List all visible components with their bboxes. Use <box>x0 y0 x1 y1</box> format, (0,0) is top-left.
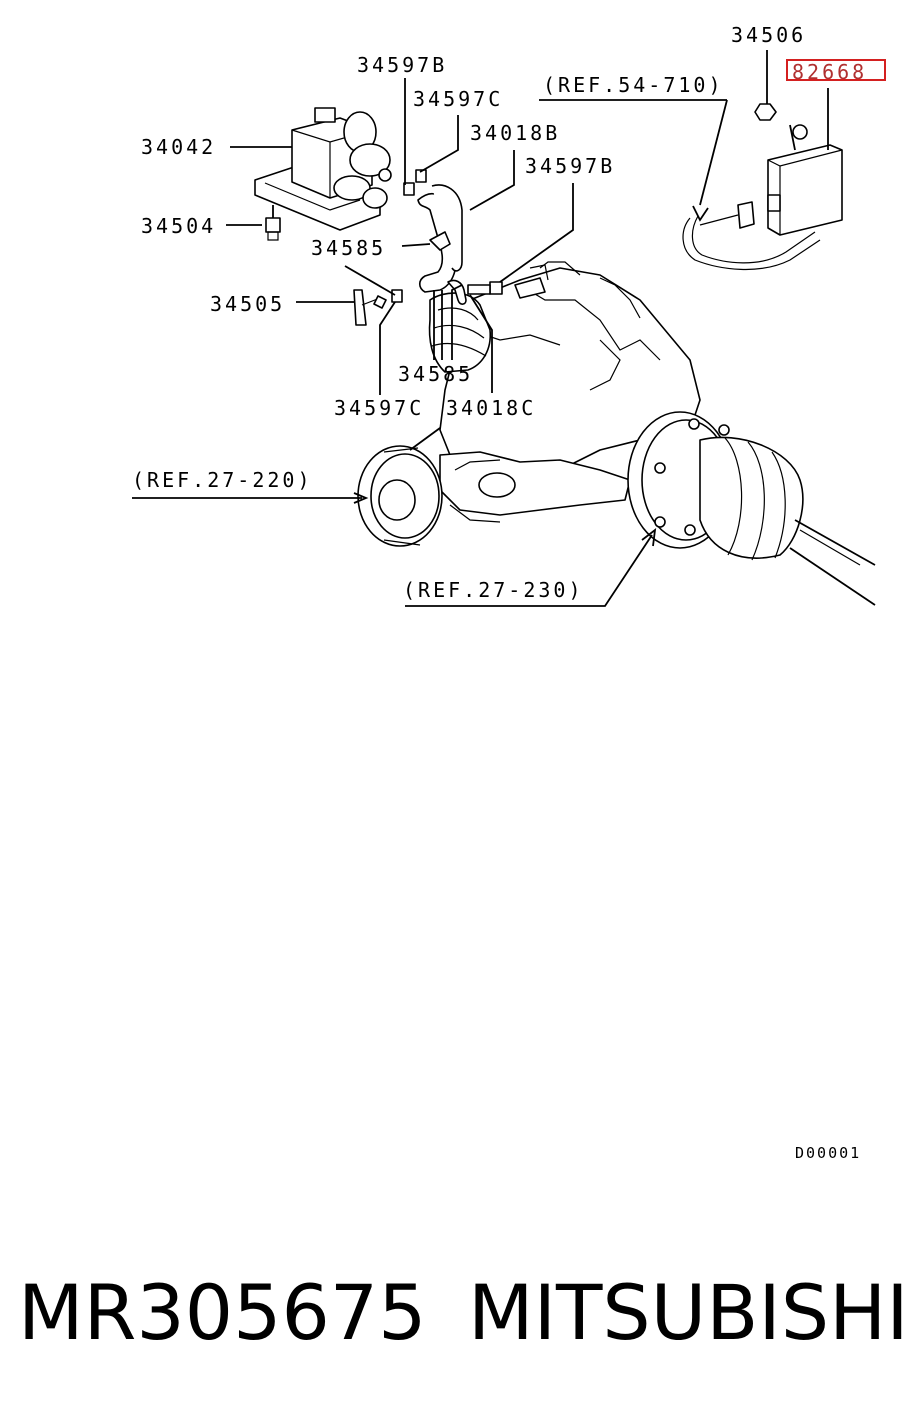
label-34042: 34042 <box>141 135 216 159</box>
rear-differential-drawing <box>357 261 876 606</box>
parts-diagram: 34506 82668 34597B 34597C (REF.54-710) 3… <box>132 23 886 1162</box>
label-34597b-top: 34597B <box>357 53 447 77</box>
leader-lines <box>132 50 829 607</box>
label-34018b: 34018B <box>470 121 560 145</box>
label-34597b-mid: 34597B <box>525 154 615 178</box>
label-34506: 34506 <box>731 23 806 47</box>
label-34018c: 34018C <box>446 396 536 420</box>
label-34597c-top: 34597C <box>413 87 503 111</box>
drawing-code: D00001 <box>795 1144 861 1162</box>
label-ref-54-710: (REF.54-710) <box>543 73 724 97</box>
label-34585-lower: 34585 <box>398 362 473 386</box>
part-number: MR305675 <box>18 1268 427 1357</box>
label-34585-upper: 34585 <box>311 236 386 260</box>
label-ref-27-220: (REF.27-220) <box>132 468 313 492</box>
caption: MR305675 MITSUBISHI <box>18 1268 909 1358</box>
solenoid-valve-assembly-drawing <box>254 107 392 231</box>
control-unit-drawing <box>682 103 843 271</box>
label-ref-27-230: (REF.27-230) <box>403 578 584 602</box>
hoses-and-fittings <box>265 169 549 326</box>
label-34597c-low: 34597C <box>334 396 424 420</box>
label-34504: 34504 <box>141 214 216 238</box>
highlight-box-82668 <box>786 59 886 81</box>
label-34505: 34505 <box>210 292 285 316</box>
callout-labels: 34506 82668 34597B 34597C (REF.54-710) 3… <box>132 23 886 1162</box>
brand-name: MITSUBISHI <box>468 1268 909 1357</box>
